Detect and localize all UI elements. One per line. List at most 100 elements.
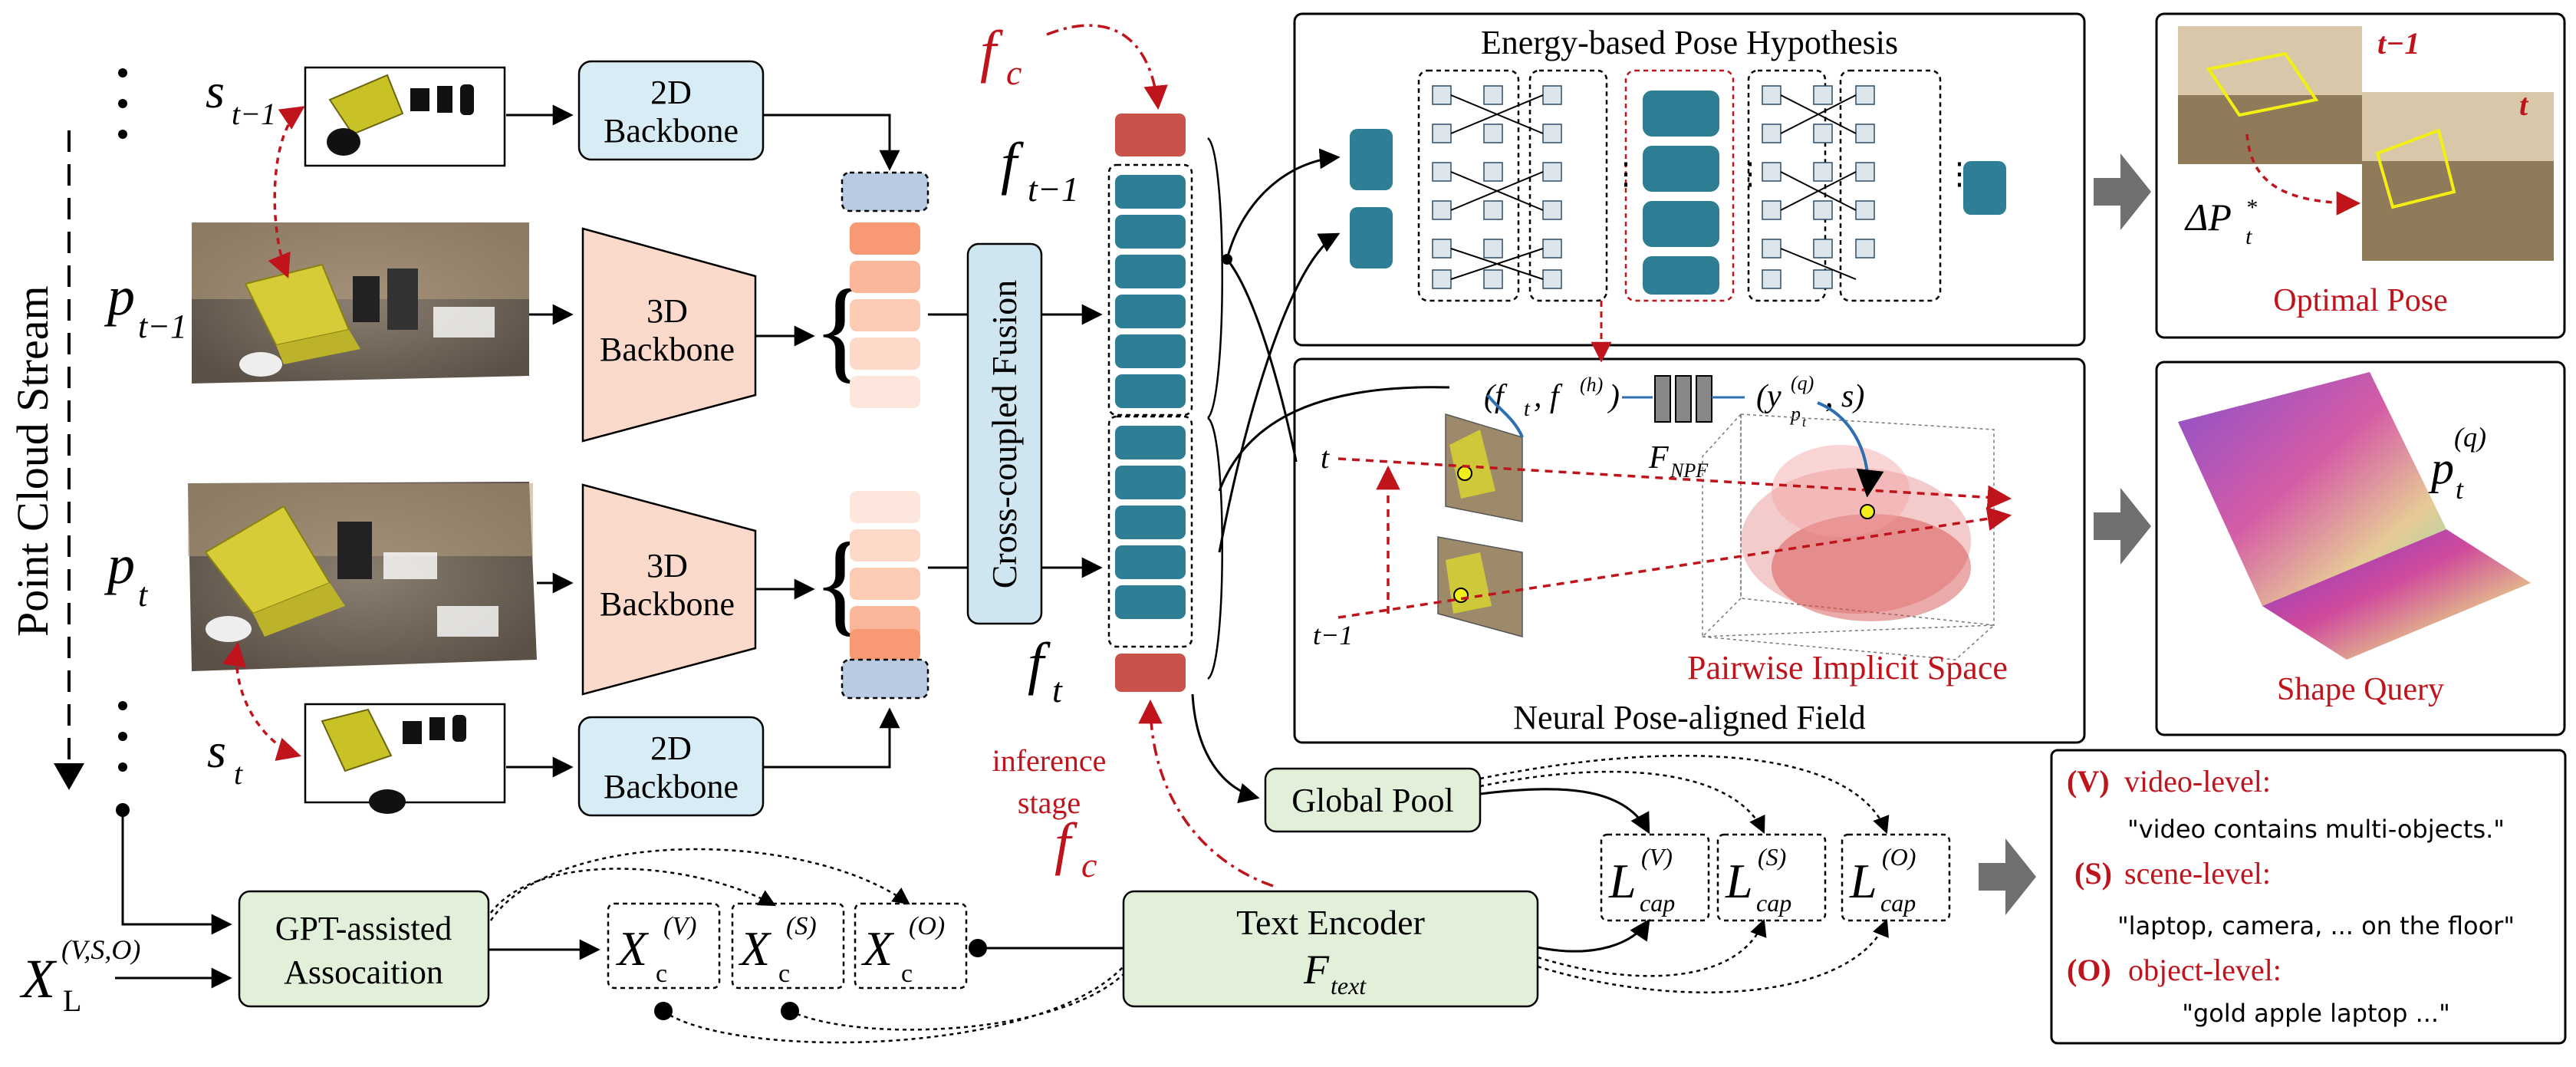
svg-text:f: f (980, 19, 1003, 84)
svg-text:Text Encoder: Text Encoder (1236, 903, 1425, 942)
point-cloud-cur (188, 482, 537, 671)
backbone-2d-top: 2D Backbone (577, 60, 765, 161)
svg-text:s: s (206, 64, 225, 118)
svg-text:cap: cap (1640, 889, 1675, 917)
svg-text:t: t (138, 576, 149, 614)
svg-text:, s): , s) (1825, 379, 1864, 414)
svg-text:L: L (63, 983, 81, 1018)
svg-text:s: s (207, 723, 226, 778)
svg-text:p: p (104, 265, 135, 327)
svg-text:text: text (1331, 972, 1367, 999)
svg-text:stage: stage (1018, 785, 1081, 820)
global-pool-box: Global Pool (1264, 767, 1482, 833)
f-cur-label: f t (1028, 631, 1063, 710)
loss-s: L cap (S) (1725, 843, 1791, 917)
backbone-3d-bottom: 3D Backbone (581, 483, 757, 696)
input-x-label: X L (V,S,O) (19, 934, 140, 1018)
svg-text:X: X (19, 948, 58, 1009)
svg-text:(V): (V) (663, 912, 696, 940)
xc-s: X c (S) (738, 912, 817, 988)
svg-text:cap: cap (1880, 889, 1916, 917)
svg-text:Assocaition: Assocaition (284, 953, 443, 991)
arrow-to-captions (1979, 838, 2036, 915)
text-encoder-box: Text Encoder F text (1122, 890, 1539, 1008)
npf-image-frames (1437, 413, 1523, 637)
xc-boxes (607, 902, 968, 990)
svg-text:(S): (S) (1758, 843, 1786, 871)
svg-text:(y: (y (1756, 379, 1781, 414)
s-prev-label: s t−1 (206, 64, 276, 131)
f-npf-label: F NPF (1648, 440, 1709, 482)
svg-text:f: f (1001, 131, 1024, 196)
svg-text:c: c (1081, 845, 1097, 884)
svg-text:f: f (1054, 812, 1077, 876)
point-cloud-prev (192, 222, 529, 384)
pairwise-implicit-space-label: Pairwise Implicit Space (1687, 649, 2008, 687)
svg-text:X: X (860, 921, 895, 976)
xc-v: X c (V) (615, 912, 696, 988)
svg-text:(V,S,O): (V,S,O) (61, 934, 140, 965)
arrow-to-optimal (2094, 153, 2151, 230)
fc-bottom-label: f c (1054, 812, 1097, 884)
svg-text:t: t (2245, 224, 2252, 249)
svg-text:c: c (901, 960, 913, 988)
energy-pose-panel: Energy-based Pose Hypothesis (1293, 12, 2086, 347)
svg-text:(q): (q) (2454, 422, 2486, 453)
caption-panel: (V) video-level: "video contains multi-o… (2050, 749, 2567, 1045)
inference-stage-label: inference stage (992, 743, 1107, 820)
feature-stack-top (841, 171, 929, 408)
svg-text:Backbone: Backbone (600, 585, 735, 623)
point-cloud-stream: Point Cloud Stream (8, 68, 127, 790)
p-prev-label: p t−1 (104, 265, 187, 345)
svg-text:f: f (1028, 631, 1051, 696)
svg-text:(V): (V) (2067, 764, 2110, 799)
svg-text:t: t (2456, 474, 2464, 505)
svg-text:F: F (1648, 440, 1669, 476)
svg-text:cap: cap (1756, 889, 1791, 917)
svg-text:Backbone: Backbone (600, 331, 735, 368)
svg-text:(V): (V) (1641, 843, 1673, 871)
svg-text:(O): (O) (909, 912, 945, 940)
svg-text:(S): (S) (2074, 856, 2112, 891)
svg-text:, f: , f (1534, 379, 1563, 414)
svg-text:X: X (738, 921, 772, 976)
npf-output-label: (y (q) p t , s) (1756, 372, 1864, 430)
svg-text:t−1: t−1 (2377, 26, 2420, 61)
svg-text:ΔP: ΔP (2184, 196, 2232, 239)
shape-query-caption: Shape Query (2277, 672, 2444, 707)
backbone-3d-top: 3D Backbone (581, 227, 757, 443)
svg-text:X: X (615, 921, 650, 976)
svg-text:t: t (1524, 397, 1531, 421)
svg-text:inference: inference (992, 743, 1107, 778)
cross-coupled-fusion: Cross-coupled Fusion (966, 242, 1043, 625)
segmentation-cur (304, 703, 506, 814)
correspondence-arrow-cur (222, 641, 302, 761)
svg-text:L: L (1725, 854, 1753, 908)
svg-text:t−1: t−1 (1028, 170, 1079, 209)
svg-text:*: * (2245, 195, 2257, 220)
svg-text:"video contains multi-objects.: "video contains multi-objects." (2127, 815, 2505, 844)
segmentation-prev (304, 66, 506, 167)
svg-text:video-level:: video-level: (2124, 764, 2271, 799)
svg-text:Backbone: Backbone (604, 768, 739, 805)
npf-input-label: (f t , f (h) ) (1484, 374, 1620, 421)
feature-column (1107, 114, 1193, 692)
svg-text:⋮: ⋮ (1610, 156, 1641, 191)
f-prev-label: f t−1 (1001, 131, 1079, 209)
fc-top-label: f c (980, 19, 1022, 92)
npf-tm1-label: t−1 (1313, 620, 1353, 650)
svg-text:(S): (S) (786, 912, 817, 940)
svg-text:c: c (1006, 53, 1022, 92)
svg-text:"laptop, camera, ... on the fl: "laptop, camera, ... on the floor" (2117, 911, 2515, 940)
svg-text:t: t (2519, 87, 2529, 122)
optimal-pose-caption: Optimal Pose (2273, 283, 2448, 318)
loss-o: L cap (O) (1849, 843, 1916, 917)
svg-text:Energy-based Pose Hypothesis: Energy-based Pose Hypothesis (1481, 24, 1898, 61)
svg-text:p: p (2428, 443, 2454, 493)
svg-text:GPT-assisted: GPT-assisted (275, 910, 452, 947)
svg-text:Backbone: Backbone (604, 112, 739, 150)
svg-text:t: t (1052, 670, 1063, 710)
svg-text:L: L (1608, 854, 1637, 908)
arrow-to-shape (2094, 488, 2151, 565)
